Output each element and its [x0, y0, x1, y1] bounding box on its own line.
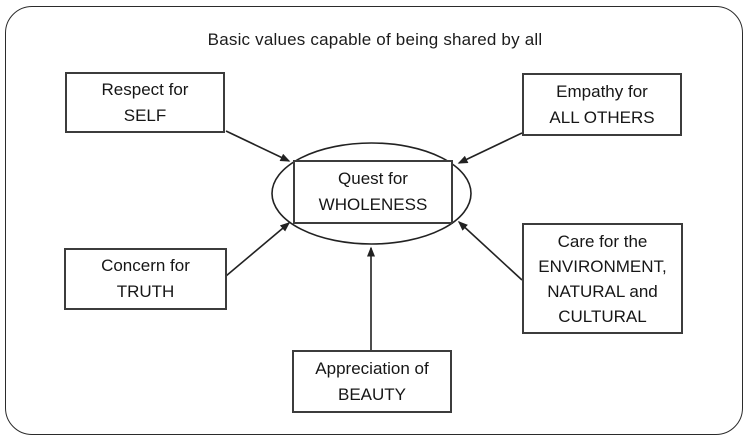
- node-label-line: NATURAL and: [547, 281, 658, 301]
- node-label-line: CULTURAL: [558, 306, 647, 326]
- node-label-line: BEAUTY: [337, 384, 407, 404]
- node-label-line: WHOLENESS: [318, 195, 428, 214]
- node-label-line: SELF: [123, 105, 167, 125]
- node-empathy-all-others: Empathy for ALL OTHERS: [522, 73, 682, 136]
- node-concern-truth: Concern for TRUTH: [64, 248, 227, 310]
- node-quest-wholeness: Quest for WHOLENESS: [293, 160, 453, 224]
- node-label-line: ENVIRONMENT,: [538, 256, 667, 276]
- node-label-line: TRUTH: [116, 282, 175, 301]
- arrow-truth-to-center: [225, 222, 291, 277]
- node-label-line: Respect for: [101, 79, 189, 99]
- node-label-line: Care for the: [557, 231, 648, 251]
- node-label-line: ALL OTHERS: [549, 107, 655, 127]
- diagram-title: Basic values capable of being shared by …: [207, 30, 543, 49]
- node-respect-self: Respect for SELF: [65, 72, 225, 133]
- node-care-environment: Care for the ENVIRONMENT, NATURAL and CU…: [522, 223, 683, 334]
- arrow-respect-to-center: [225, 130, 291, 162]
- node-appreciation-beauty: Appreciation of BEAUTY: [292, 350, 452, 413]
- figure-border: [5, 6, 743, 435]
- center-ellipse: [271, 142, 472, 245]
- arrow-empathy-to-center: [457, 132, 523, 164]
- node-label-line: Empathy for: [556, 81, 648, 101]
- arrow-environment-to-center: [457, 220, 523, 281]
- node-label-line: Concern for: [101, 256, 190, 275]
- node-label-line: Quest for: [338, 169, 408, 188]
- node-label-line: Appreciation of: [315, 358, 429, 378]
